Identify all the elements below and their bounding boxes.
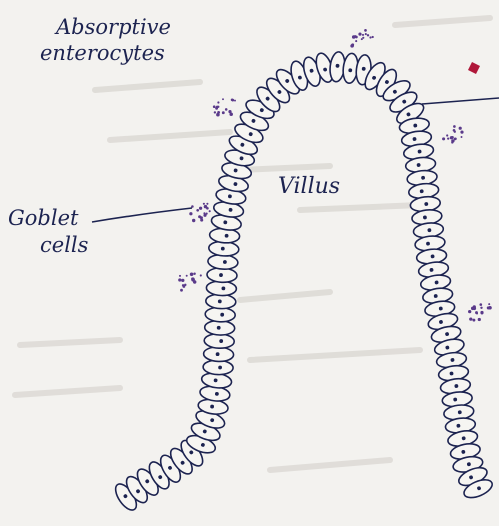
- mucus-dot: [460, 131, 463, 134]
- mucus-dot: [454, 138, 456, 140]
- goblet-mucus-cluster: [442, 125, 464, 144]
- mucus-dot: [206, 203, 208, 205]
- epithelial-cell-layer: [112, 51, 495, 513]
- mucus-dot: [364, 29, 367, 32]
- mucus-dot: [362, 34, 364, 36]
- goblet-mucus-cluster: [468, 303, 492, 321]
- mucus-dot: [471, 307, 474, 310]
- mucus-dot: [216, 106, 218, 108]
- mucus-dot: [184, 284, 186, 286]
- mucus-dot: [231, 99, 234, 102]
- mucus-dot: [478, 318, 481, 321]
- label-goblet-line2: cells: [40, 233, 89, 257]
- mucus-dot: [488, 303, 490, 305]
- mucus-dot: [196, 209, 199, 212]
- mucus-dot: [468, 310, 471, 313]
- mucus-dot: [447, 137, 449, 139]
- label-absorptive-line2: enterocytes: [40, 41, 165, 65]
- mucus-dot: [480, 311, 483, 314]
- mucus-dot: [182, 284, 184, 286]
- mucus-dot: [203, 214, 206, 217]
- label-villus: Villus: [278, 174, 340, 199]
- mucus-dot: [193, 273, 195, 275]
- mucus-dot: [472, 319, 475, 322]
- mucus-dot: [189, 212, 192, 215]
- mucus-dot: [217, 101, 219, 103]
- enterocyte-pointer-line: [422, 98, 499, 104]
- mucus-dot: [203, 203, 205, 205]
- mucus-dot: [479, 303, 482, 306]
- mucus-dot: [214, 111, 216, 113]
- mucus-dot: [186, 275, 188, 277]
- mucus-dot: [204, 205, 208, 209]
- mucus-dot: [225, 108, 228, 111]
- goblet-mucus-cluster: [350, 29, 373, 48]
- mucus-dot: [222, 111, 225, 114]
- mucus-dot: [178, 278, 181, 281]
- mucus-dot: [358, 33, 361, 36]
- mucus-dot: [372, 36, 374, 38]
- mucus-dot: [362, 37, 364, 39]
- mucus-dot: [234, 100, 236, 102]
- goblet-mucus-cluster: [213, 98, 236, 116]
- red-marker-mark: [468, 62, 480, 74]
- mucus-dot: [369, 36, 371, 38]
- mucus-dot: [461, 136, 463, 138]
- mucus-dot: [451, 141, 453, 143]
- mucus-dot: [475, 311, 478, 314]
- mucus-dot: [352, 45, 354, 47]
- label-goblet-line1: Goblet: [8, 206, 79, 230]
- mucus-dot: [367, 34, 369, 36]
- mucus-dot: [459, 127, 462, 130]
- mucus-dot: [217, 111, 220, 114]
- mucus-dot: [480, 307, 482, 309]
- mucus-dot: [451, 136, 454, 139]
- mucus-dot: [446, 134, 448, 136]
- mucus-dot: [200, 274, 202, 276]
- mucus-dot: [198, 215, 201, 218]
- mucus-dot: [179, 275, 181, 277]
- mucus-dot: [355, 40, 357, 42]
- goblet-pointer-line: [92, 208, 192, 222]
- mucus-dot: [487, 306, 490, 309]
- label-absorptive-line1: Absorptive: [54, 15, 171, 39]
- mucus-dot: [454, 131, 456, 133]
- mucus-dot: [222, 98, 224, 100]
- mucus-dot: [181, 279, 184, 282]
- mucus-dot: [192, 219, 195, 222]
- goblet-mucus-cluster: [189, 203, 210, 222]
- mucus-dot: [442, 137, 445, 140]
- mucus-dot: [229, 112, 233, 116]
- mucus-dot: [190, 273, 194, 277]
- mucus-dot: [192, 278, 195, 281]
- mucus-dot: [365, 33, 367, 35]
- mucus-dot: [209, 210, 211, 212]
- mucus-dot: [469, 317, 472, 320]
- mucus-dot: [180, 289, 183, 292]
- mucus-dot: [453, 125, 456, 128]
- mucus-dot: [354, 35, 357, 38]
- mucus-dot: [213, 105, 216, 108]
- mucus-dot: [199, 207, 202, 210]
- goblet-mucus-cluster: [178, 273, 202, 292]
